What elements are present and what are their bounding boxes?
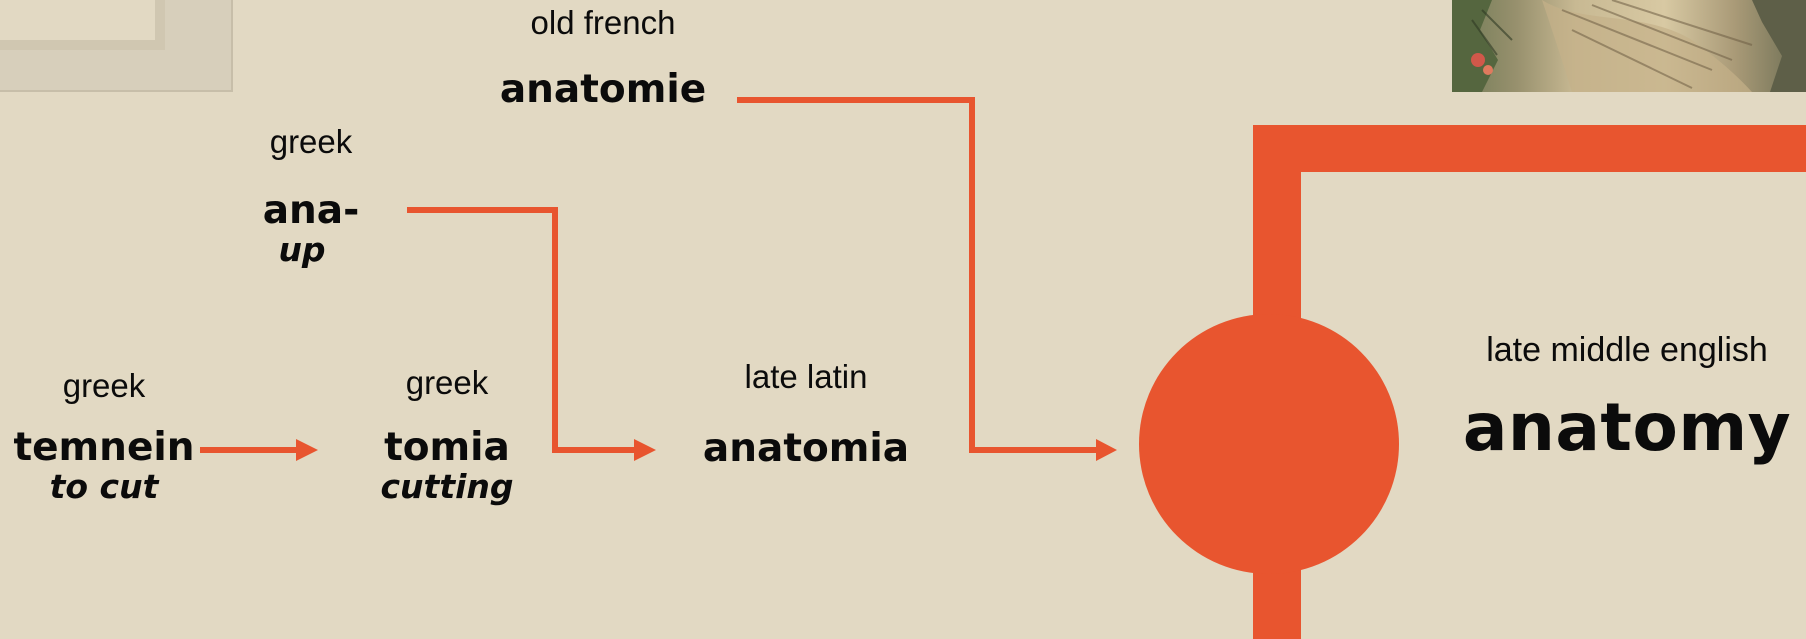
language-label: greek	[263, 125, 360, 158]
word-label: anatomy	[1463, 395, 1791, 461]
language-label: greek	[13, 369, 194, 402]
arrowhead-anatomy	[1096, 439, 1117, 461]
node-greek-tomia: greek tomia cutting	[380, 366, 513, 503]
language-label: old french	[500, 6, 706, 39]
language-label: late latin	[703, 360, 909, 393]
word-label: anatomie	[500, 70, 706, 109]
meaning-label: up	[263, 233, 342, 266]
word-label: tomia	[380, 428, 513, 467]
word-label: anatomia	[703, 429, 909, 468]
timeline-node-circle	[1139, 314, 1399, 574]
word-label: ana-	[263, 191, 360, 230]
language-label: late middle english	[1463, 333, 1791, 367]
node-late-latin: late latin anatomia	[703, 360, 909, 468]
node-late-middle-english: late middle english anatomy	[1463, 333, 1791, 461]
meaning-label: cutting	[380, 470, 513, 503]
arrowhead-tomia	[296, 439, 318, 461]
node-old-french: old french anatomie	[500, 6, 706, 109]
meaning-label: to cut	[13, 470, 194, 503]
language-label: greek	[380, 366, 513, 399]
arrowhead-anatomia	[634, 439, 656, 461]
word-label: temnein	[13, 428, 194, 467]
node-greek-ana: greek ana- up	[263, 125, 360, 266]
node-greek-temnein: greek temnein to cut	[13, 369, 194, 503]
